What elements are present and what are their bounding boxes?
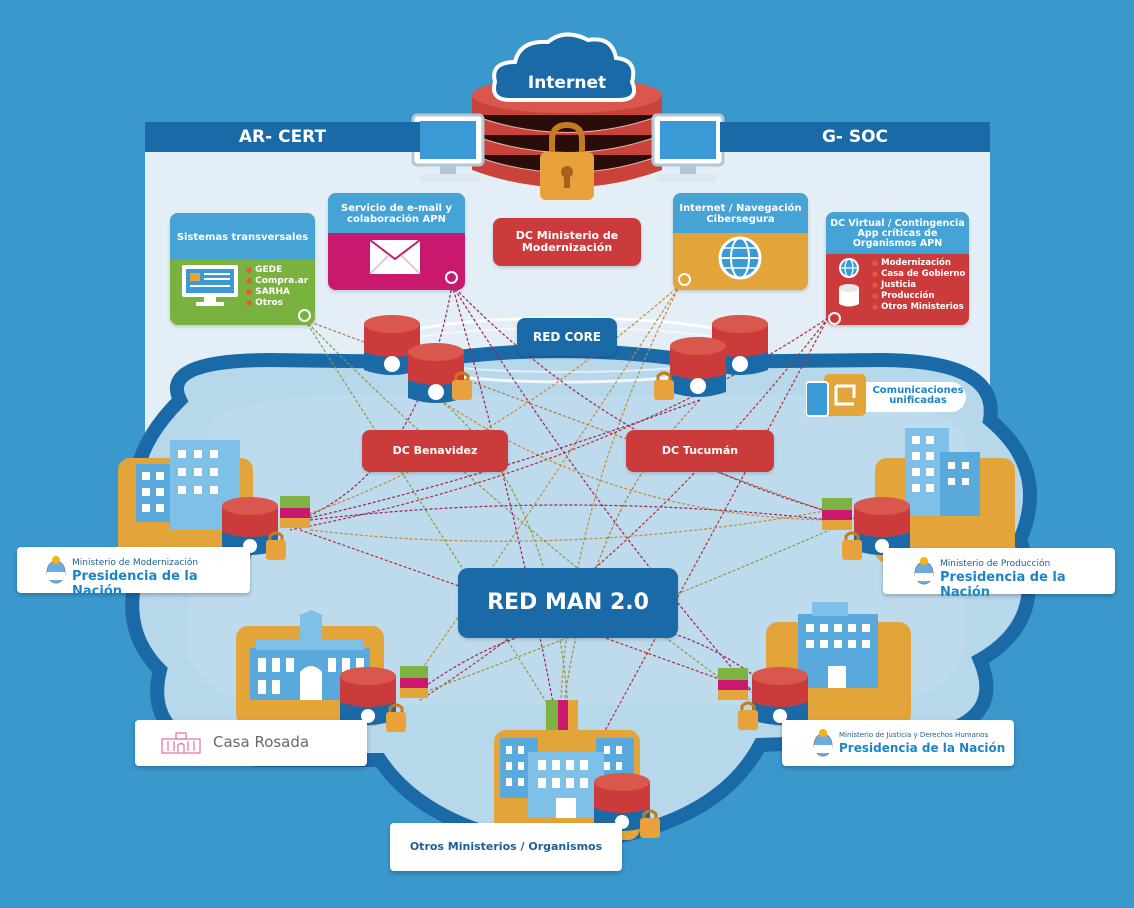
card-title: Servicio de e-mail y colaboración APN <box>328 193 465 233</box>
node-presidency: Presidencia de la Nación <box>940 570 1066 600</box>
sistemas-list: GEDE Compra.ar SARHA Otros <box>246 265 308 309</box>
email-service-card[interactable]: Servicio de e-mail y colaboración APN <box>328 193 465 290</box>
dc-virtual-list: Modernización Casa de Gobierno Justicia … <box>872 258 965 313</box>
node-ministry: Ministerio de Producción <box>940 559 1051 569</box>
justicia-node <box>718 602 911 730</box>
list-item: SARHA <box>246 287 308 298</box>
red-man-label[interactable]: RED MAN 2.0 <box>458 568 678 638</box>
internet-cloud <box>492 32 637 102</box>
dc-virtual-card[interactable]: DC Virtual / Contingencia App críticas d… <box>826 212 969 325</box>
red-core-label[interactable]: RED CORE <box>517 318 617 356</box>
dc-benavidez-box[interactable]: DC Benavidez <box>362 430 508 472</box>
list-item: GEDE <box>246 265 308 276</box>
list-item: Casa de Gobierno <box>872 269 965 280</box>
connector-ring <box>678 273 691 286</box>
card-title: Sistemas transversales <box>170 213 315 259</box>
node-presidency: Presidencia de la Nación <box>839 741 1006 755</box>
casa-rosada-label-card[interactable]: Casa Rosada <box>135 720 367 766</box>
list-item: Otros Ministerios <box>872 302 965 313</box>
core-router-right <box>654 315 768 400</box>
list-item: Producción <box>872 291 965 302</box>
globe-database-icon <box>839 258 859 307</box>
coat-of-arms-icon <box>914 557 934 585</box>
node-presidency: Presidencia de la Nación <box>72 569 198 599</box>
otros-ministerios-label-card[interactable]: Otros Ministerios / Organismos <box>390 823 622 871</box>
justicia-label-card[interactable]: Ministerio de Justicia y Derechos Humano… <box>782 720 1014 766</box>
monitor-icon-left <box>411 113 485 182</box>
otros-ministerios-label: Otros Ministerios / Organismos <box>409 840 603 853</box>
sistemas-transversales-card[interactable]: Sistemas transversales GEDE Compra.ar SA… <box>170 213 315 325</box>
coat-of-arms-icon <box>46 556 66 584</box>
comunicaciones-unificadas[interactable]: Comunicaciones unificadas <box>806 372 966 422</box>
casa-rosada-icon <box>161 732 201 754</box>
core-router-left <box>364 315 472 403</box>
produccion-node <box>822 428 1015 563</box>
list-item: Compra.ar <box>246 276 308 287</box>
internet-navegacion-card[interactable]: Internet / Navegación Cibersegura <box>673 193 808 290</box>
connector-ring <box>298 309 311 322</box>
node-ministry: Ministerio de Modernización <box>72 558 199 568</box>
modernizacion-label-card[interactable]: Ministerio de Modernización Presidencia … <box>17 547 250 599</box>
firewall-lock-icon <box>540 121 594 200</box>
list-item: Justicia <box>872 280 965 291</box>
connector-ring <box>828 312 841 325</box>
casa-rosada-node <box>236 610 428 732</box>
firewall <box>471 77 663 188</box>
dc-tucuman-box[interactable]: DC Tucumán <box>626 430 774 472</box>
produccion-label-card[interactable]: Ministerio de Producción Presidencia de … <box>883 548 1115 600</box>
otros-ministerios-node <box>494 700 660 840</box>
connector-ring <box>445 271 458 284</box>
dc-modernizacion-box[interactable]: DC Ministerio de Modernización <box>493 218 641 266</box>
modernizacion-node <box>118 440 310 563</box>
coat-of-arms-icon <box>813 729 833 757</box>
monitor-icon-right <box>651 113 725 182</box>
g-soc-banner: G- SOC <box>720 122 990 152</box>
computer-icon <box>182 265 238 306</box>
comunicaciones-label: Comunicaciones unificadas <box>872 385 964 406</box>
card-title: Internet / Navegación Cibersegura <box>673 193 808 233</box>
internet-label: Internet <box>527 73 607 93</box>
card-title: DC Virtual / Contingencia App críticas d… <box>826 212 969 254</box>
unified-comms-icon <box>806 374 866 417</box>
envelope-icon <box>369 239 421 275</box>
list-item: Modernización <box>872 258 965 269</box>
ar-cert-banner: AR- CERT <box>145 122 420 152</box>
globe-icon <box>718 236 762 280</box>
list-item: Otros <box>246 298 308 309</box>
node-ministry: Ministerio de Justicia y Derechos Humano… <box>839 731 989 739</box>
casa-rosada-label: Casa Rosada <box>213 733 310 751</box>
